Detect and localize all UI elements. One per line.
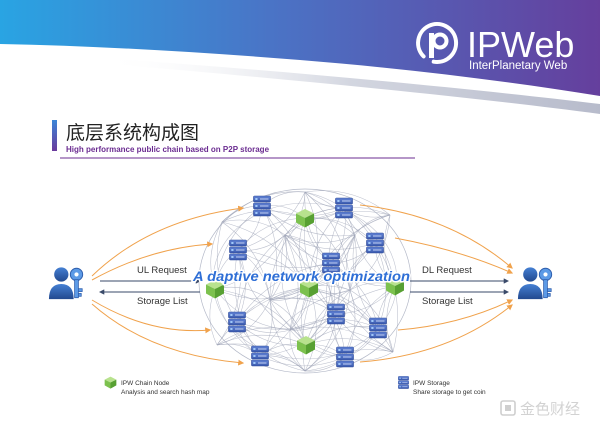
page-subtitle: High performance public chain based on P… (66, 145, 270, 154)
network-link (304, 191, 356, 236)
ipweb-logo-icon (416, 22, 459, 64)
legend-chain-node-title: IPW Chain Node (121, 380, 170, 387)
network-link (236, 313, 337, 330)
network-link (374, 242, 398, 353)
center-network-label: A daptive network optimization (192, 268, 410, 284)
header-banner: IPWeb InterPlanetary Web (0, 0, 600, 114)
network-link (261, 205, 277, 301)
storage-node-icon (253, 195, 271, 217)
watermark-text: 金色财经 (520, 400, 580, 418)
title-block: 底层系统构成图 High performance public chain ba… (52, 120, 415, 159)
network-link (284, 234, 299, 331)
network-link (308, 287, 394, 353)
network-link (269, 299, 346, 358)
storage-node-icon (327, 303, 345, 325)
storage-node-icon (228, 311, 246, 333)
network-link (304, 287, 317, 372)
legend-item-chain-node: IPW Chain Node Analysis and search hash … (104, 376, 210, 396)
network-link (214, 288, 307, 346)
network-link (284, 234, 351, 291)
right-storage-list-label: Storage List (422, 296, 473, 307)
legend: IPW Chain Node Analysis and search hash … (104, 376, 486, 396)
network-link (214, 234, 286, 290)
server-stack-icon (398, 376, 409, 389)
network-link (237, 217, 306, 251)
flow-curves (91, 204, 514, 366)
green-cube-icon (104, 376, 117, 389)
storage-node-icon (335, 197, 353, 219)
network-link (280, 234, 307, 346)
network-link (221, 221, 310, 289)
network-link (259, 355, 346, 367)
left-user-key-icon (48, 266, 84, 300)
download-flow-curve (394, 237, 514, 274)
brand-tagline: InterPlanetary Web (469, 60, 567, 72)
header-gray-swoosh (100, 58, 600, 114)
watermark: 金色财经 (500, 400, 580, 418)
storage-node-icon (369, 317, 387, 339)
network-link (214, 288, 291, 331)
network-link (214, 287, 310, 300)
network-link (237, 249, 291, 331)
network-link (349, 289, 394, 353)
watermark-logo-icon (500, 400, 516, 416)
upload-flow-curve (91, 241, 214, 281)
network-link (216, 287, 310, 346)
page-title: 底层系统构成图 (66, 122, 199, 144)
ul-request-label: UL Request (137, 265, 187, 276)
network-link (284, 207, 345, 236)
network-link (304, 190, 391, 216)
network-link (289, 329, 306, 372)
network-link (216, 327, 291, 346)
right-flow: DL Request Storage List (410, 265, 510, 307)
network-link (349, 214, 391, 291)
network-link (308, 214, 391, 289)
network-link (234, 249, 261, 357)
network-link (221, 221, 271, 301)
legend-item-storage: IPW Storage Share storage to get coin (398, 376, 486, 396)
network-link (237, 191, 306, 251)
upload-flow-curve (91, 299, 212, 334)
network-link (269, 234, 356, 301)
upload-flow-curve (91, 205, 245, 277)
storage-node-icon (336, 346, 354, 368)
network-link (269, 299, 307, 346)
download-flow-curve (359, 304, 513, 363)
network-link (284, 234, 376, 250)
network-link (269, 299, 306, 372)
right-user-key-icon (517, 266, 553, 300)
network-link (284, 234, 356, 243)
network-link (304, 191, 318, 289)
upload-flow-curve (91, 303, 245, 366)
network-link (269, 217, 306, 301)
network-link (269, 234, 287, 301)
header-gradient-band (0, 0, 600, 96)
network-link (304, 289, 351, 372)
network-link (216, 249, 241, 346)
storage-node-icon (229, 239, 247, 261)
network-link (304, 191, 351, 291)
left-flow: UL Request Storage List (98, 265, 202, 307)
title-accent-bar (52, 120, 57, 151)
network-link (221, 219, 286, 236)
network-link (354, 214, 391, 236)
network-link (345, 234, 356, 291)
download-flow-curve (397, 299, 514, 331)
brand-name: IPWeb (467, 24, 574, 65)
legend-storage-title: IPW Storage (413, 380, 450, 387)
legend-storage-description: Share storage to get coin (413, 389, 486, 396)
legend-chain-node-description: Analysis and search hash map (121, 389, 210, 396)
network-link (289, 326, 394, 353)
left-storage-list-label: Storage List (137, 296, 188, 307)
download-flow-curve (359, 204, 513, 269)
dl-request-label: DL Request (422, 265, 472, 276)
storage-node-icon (251, 345, 269, 367)
storage-node-icon (366, 232, 384, 254)
network-link (216, 299, 271, 346)
